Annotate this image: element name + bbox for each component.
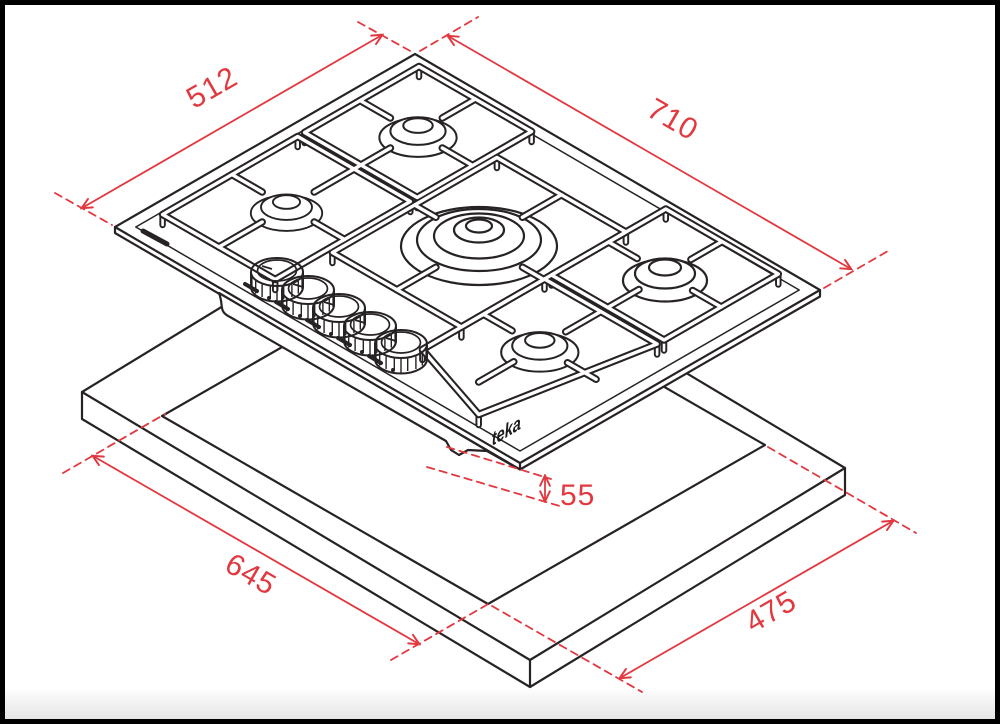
dimension-cutout-width: 475 [491,446,917,693]
dimension-label-cutout-length: 645 [220,547,282,602]
dimension-label-hob-width: 710 [642,92,704,147]
dimension-label-hob-depth: 512 [181,60,243,115]
vent-slot [140,228,170,247]
hob-installation-diagram: teka 512 710 55 645 [54,16,917,693]
burner-box-apron [217,291,519,470]
dimension-label-built-in-depth: 55 [560,479,595,512]
dimension-built-in-depth: 55 [426,446,595,512]
dimension-cutout-length: 645 [62,413,491,661]
gas-hob: teka [113,52,822,471]
dimension-label-cutout-width: 475 [740,584,802,639]
